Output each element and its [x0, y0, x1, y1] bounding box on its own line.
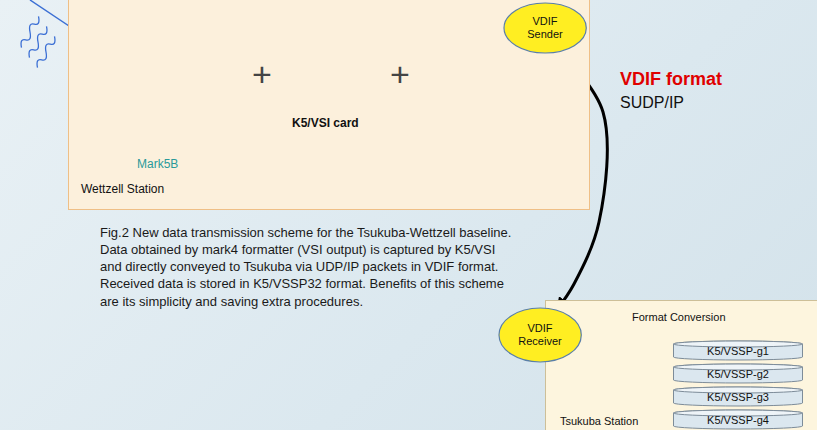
node-label: VDIF Sender	[518, 15, 572, 40]
node-label: K5/VSSP-g4	[707, 414, 769, 427]
device-label: Mark5B	[137, 158, 178, 171]
node-label: K5/VSSP-g1	[707, 345, 769, 358]
storage-cylinder: K5/VSSP-g4	[673, 410, 803, 429]
radio-waves	[12, 16, 63, 67]
format-label: VDIF format	[620, 70, 722, 90]
node-label: VDIF Receiver	[513, 322, 567, 347]
node-label: K5/VSSP-g2	[707, 368, 769, 381]
sender-ellipse: VDIF Sender	[503, 2, 587, 54]
storage-cylinder: K5/VSSP-g1	[673, 341, 803, 360]
panel-heading: Tsukuba Station	[560, 415, 638, 428]
protocol-label: SUDP/IP	[620, 94, 684, 112]
device-label: K5/VSI card	[292, 117, 359, 130]
plus-sign: +	[252, 56, 272, 93]
storage-cylinder: K5/VSSP-g3	[673, 387, 803, 406]
panel-heading: Format Conversion	[632, 311, 726, 324]
figure-caption: Fig.2 New data transmission scheme for t…	[100, 224, 520, 310]
receiver-ellipse: VDIF Receiver	[498, 307, 582, 363]
panel-heading: Wettzell Station	[81, 183, 164, 197]
storage-cylinder: K5/VSSP-g2	[673, 364, 803, 383]
node-label: K5/VSSP-g3	[707, 391, 769, 404]
station-panel: Format ConversionTsukuba Station K5/VSSP-…	[545, 300, 817, 430]
plus-sign: +	[390, 56, 410, 93]
